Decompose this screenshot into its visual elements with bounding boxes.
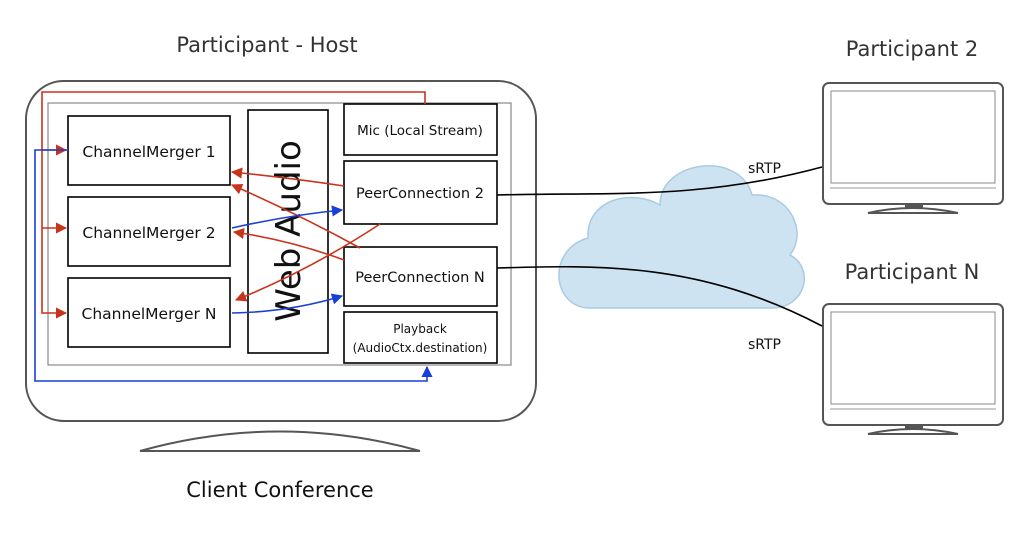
srtp-link-participant-2 <box>496 166 823 196</box>
merger2-to-peer2-arrow <box>231 205 344 229</box>
channel-merger-1-label: ChannelMerger 1 <box>82 143 215 161</box>
web-audio-box: Web Audio <box>247 109 329 354</box>
peer-connection-2-label: PeerConnection 2 <box>356 186 484 202</box>
participant-n-monitor-icon <box>822 303 1004 435</box>
channel-merger-1: ChannelMerger 1 <box>67 115 231 186</box>
participant-n-title: Participant N <box>845 260 980 284</box>
playback-sublabel: (AudioCtx.destination) <box>353 341 488 355</box>
web-audio-label: Web Audio <box>269 140 309 322</box>
mic-label: Mic (Local Stream) <box>357 123 483 139</box>
peer-connection-n-box: PeerConnection N <box>343 246 498 307</box>
channel-merger-2-label: ChannelMerger 2 <box>82 224 215 242</box>
peern-to-merger2-arrow <box>232 227 345 261</box>
mic-local-stream-box: Mic (Local Stream) <box>343 103 498 156</box>
participant-2-title: Participant 2 <box>846 37 978 61</box>
diagram-caption: Client Conference <box>186 478 373 502</box>
mergern-to-peern-arrow <box>231 293 344 314</box>
srtp-link-participant-n <box>496 265 823 327</box>
peer-connection-n-label: PeerConnection N <box>355 270 485 286</box>
peer2-to-merger1-arrow <box>230 167 345 187</box>
playback-label: Playback <box>393 322 447 336</box>
channel-merger-2: ChannelMerger 2 <box>67 196 231 267</box>
cloud-icon <box>558 165 805 309</box>
peer-connection-2-box: PeerConnection 2 <box>343 160 498 225</box>
playback-box: Playback (AudioCtx.destination) <box>343 311 498 364</box>
srtp-label-bottom: sRTP <box>748 337 781 353</box>
srtp-label-top: sRTP <box>748 161 781 177</box>
channel-merger-n: ChannelMerger N <box>67 277 231 348</box>
merger1-to-playback-arrow <box>34 149 433 382</box>
participant-2-monitor-icon <box>822 82 1004 214</box>
channel-merger-n-label: ChannelMerger N <box>82 305 217 323</box>
peer2-to-mergern-arrow <box>234 223 381 302</box>
host-title: Participant - Host <box>176 33 357 57</box>
